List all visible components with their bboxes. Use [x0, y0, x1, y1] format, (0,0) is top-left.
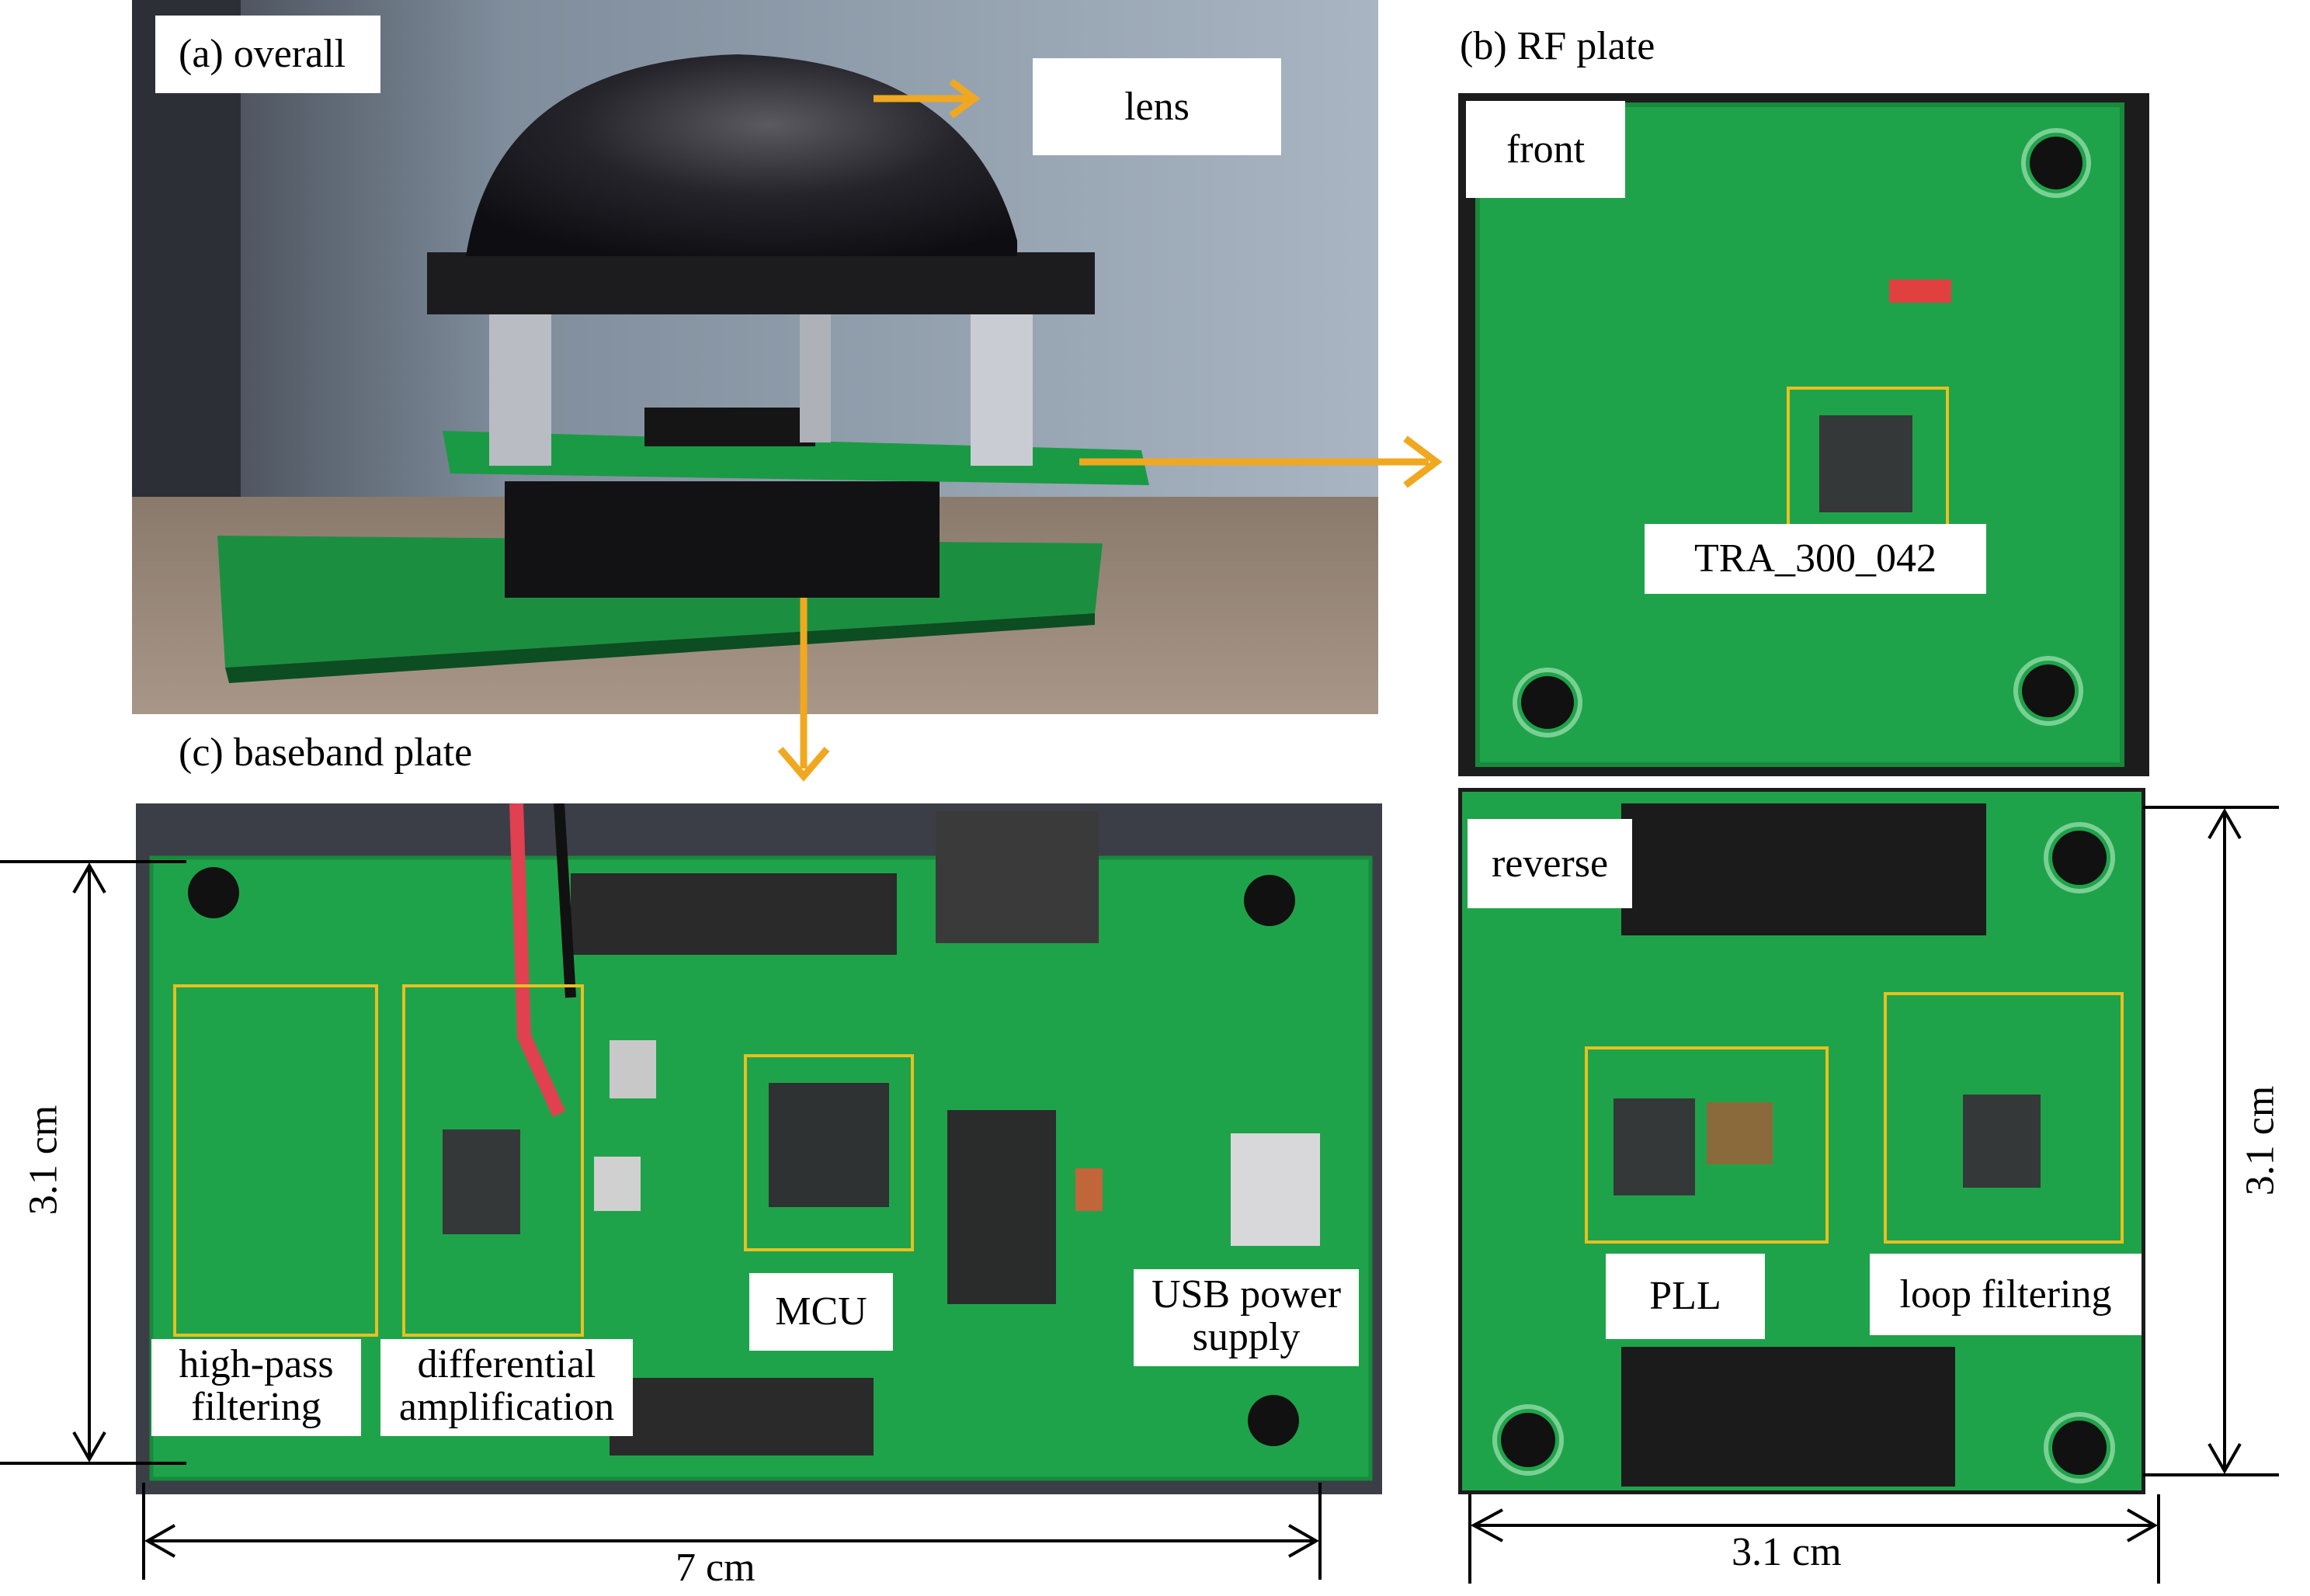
- usb-chip: [947, 1110, 1056, 1304]
- baseband-title: (c) baseband plate: [179, 730, 473, 775]
- baseband-board: [136, 803, 1382, 1494]
- diffamp-highlight: [402, 984, 584, 1337]
- rf-front-photo: front TRA_300_042: [1458, 93, 2149, 776]
- rf-chip: [1819, 415, 1912, 512]
- pll-label: PLL: [1606, 1254, 1765, 1339]
- lens-label: lens: [1033, 58, 1281, 155]
- pll-chip: [1614, 1098, 1695, 1195]
- diffamp-chip: [443, 1129, 520, 1234]
- mcu-label: MCU: [749, 1273, 893, 1351]
- usb-power-label: USB power supply: [1134, 1269, 1359, 1366]
- baseband-height-dimension: 3.1 cm: [21, 1105, 66, 1216]
- mcu-highlight: [744, 1054, 914, 1251]
- overall-photo: (a) overall lens: [132, 0, 1378, 714]
- loop-filtering-label: loop filtering: [1870, 1254, 2142, 1335]
- diffamp-label: differential amplification: [380, 1339, 633, 1436]
- highpass-label: high-pass filtering: [151, 1339, 361, 1436]
- top-header-connector: [1621, 803, 1986, 935]
- lens-dome: [466, 54, 1017, 256]
- mcu-chip: [769, 1083, 889, 1207]
- pll-highlight: [1585, 1046, 1829, 1244]
- rf-height-dimension: 3.1 cm: [2238, 1085, 2283, 1196]
- rf-reverse-photo: reverse PLL loop filtering: [1458, 788, 2145, 1494]
- highpass-highlight: [173, 984, 378, 1337]
- lens-frame: [427, 252, 1095, 314]
- loop-filter-chip: [1963, 1095, 2041, 1188]
- loop-filter-highlight: [1884, 992, 2124, 1244]
- rf-front-board: [1475, 102, 2124, 767]
- bottom-header-connector: [1621, 1347, 1955, 1487]
- rf-reverse-board: [1462, 792, 2142, 1490]
- rf-board-side: [443, 431, 1149, 485]
- usb-port: [1231, 1133, 1320, 1246]
- rf-chip-label: TRA_300_042: [1645, 524, 1986, 594]
- front-label: front: [1466, 101, 1625, 198]
- baseband-photo: high-pass filtering differential amplifi…: [136, 803, 1382, 1494]
- baseband-width-dimension: 7 cm: [676, 1546, 756, 1590]
- reverse-label: reverse: [1468, 819, 1632, 908]
- rf-plate-title: (b) RF plate: [1460, 24, 1655, 68]
- overall-title: (a) overall: [155, 16, 380, 93]
- rf-width-dimension: 3.1 cm: [1732, 1530, 1842, 1574]
